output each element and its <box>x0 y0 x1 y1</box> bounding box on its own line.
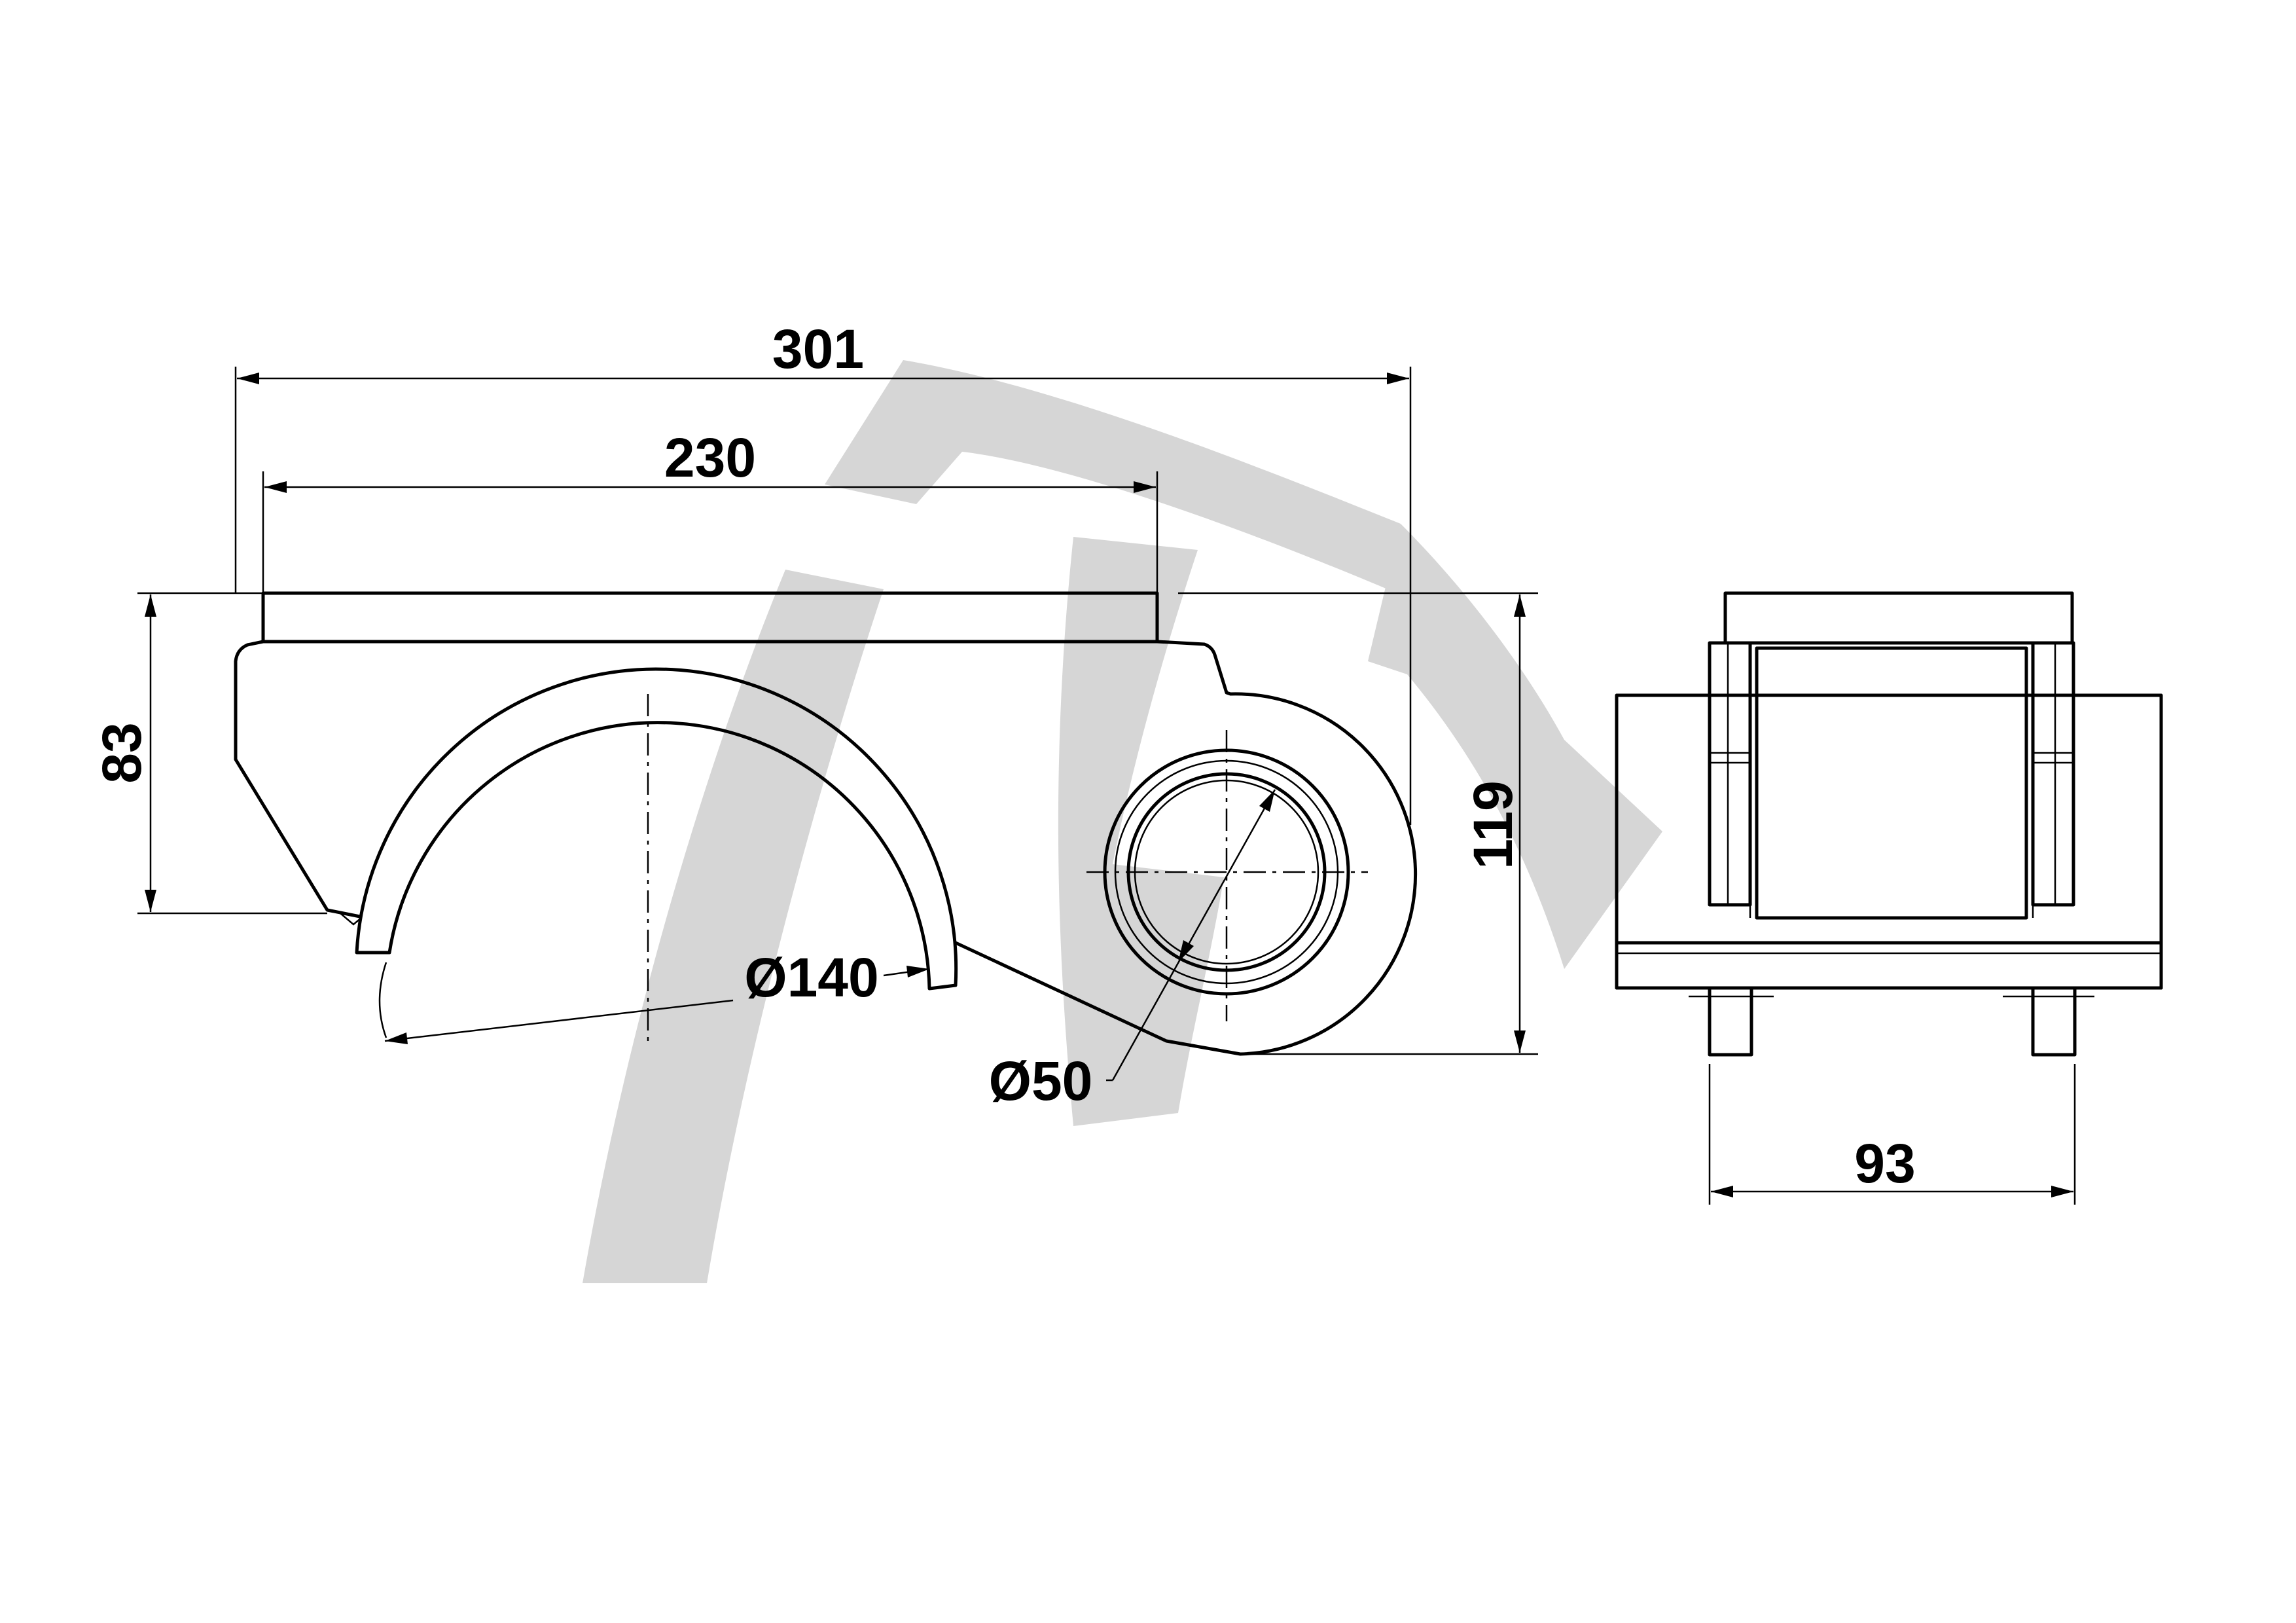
dimension-label-axle-diameter: Ø50 <box>989 1050 1093 1112</box>
dimension-wheel-diameter: Ø140 <box>378 947 930 1044</box>
frame-body <box>234 640 1418 1056</box>
top-plate <box>261 591 1159 644</box>
front-wheel-core <box>1755 646 2028 920</box>
dimension-label-overall-length: 301 <box>772 318 864 380</box>
dimension-axle-diameter: Ø50 <box>989 789 1276 1112</box>
dimension-label-total-height: 119 <box>1462 780 1524 869</box>
dimension-label-frame-height: 83 <box>91 722 152 783</box>
front-view <box>1615 591 2163 1057</box>
dimension-label-width: 93 <box>1854 1133 1915 1194</box>
front-left-side-plate <box>1708 641 1752 907</box>
front-left-foot <box>1708 986 1753 1057</box>
dimension-overall-length: 301 <box>234 318 1412 825</box>
front-right-foot <box>2031 986 2077 1057</box>
dimension-total-height: 119 <box>1178 592 1538 1055</box>
watermark-logo <box>583 360 1662 1283</box>
dimension-frame-height: 83 <box>91 592 327 915</box>
front-base-plate <box>1615 941 2163 990</box>
front-top-plate <box>1723 591 2074 645</box>
dimension-label-top-plate-length: 230 <box>664 427 756 488</box>
dimension-width: 93 <box>1708 1064 2076 1205</box>
dimension-top-plate-length: 230 <box>262 427 1158 593</box>
front-right-side-plate <box>2031 641 2075 907</box>
wheel-fender <box>355 667 958 991</box>
side-view <box>234 591 1418 1056</box>
dimension-label-wheel-diameter: Ø140 <box>744 947 879 1008</box>
